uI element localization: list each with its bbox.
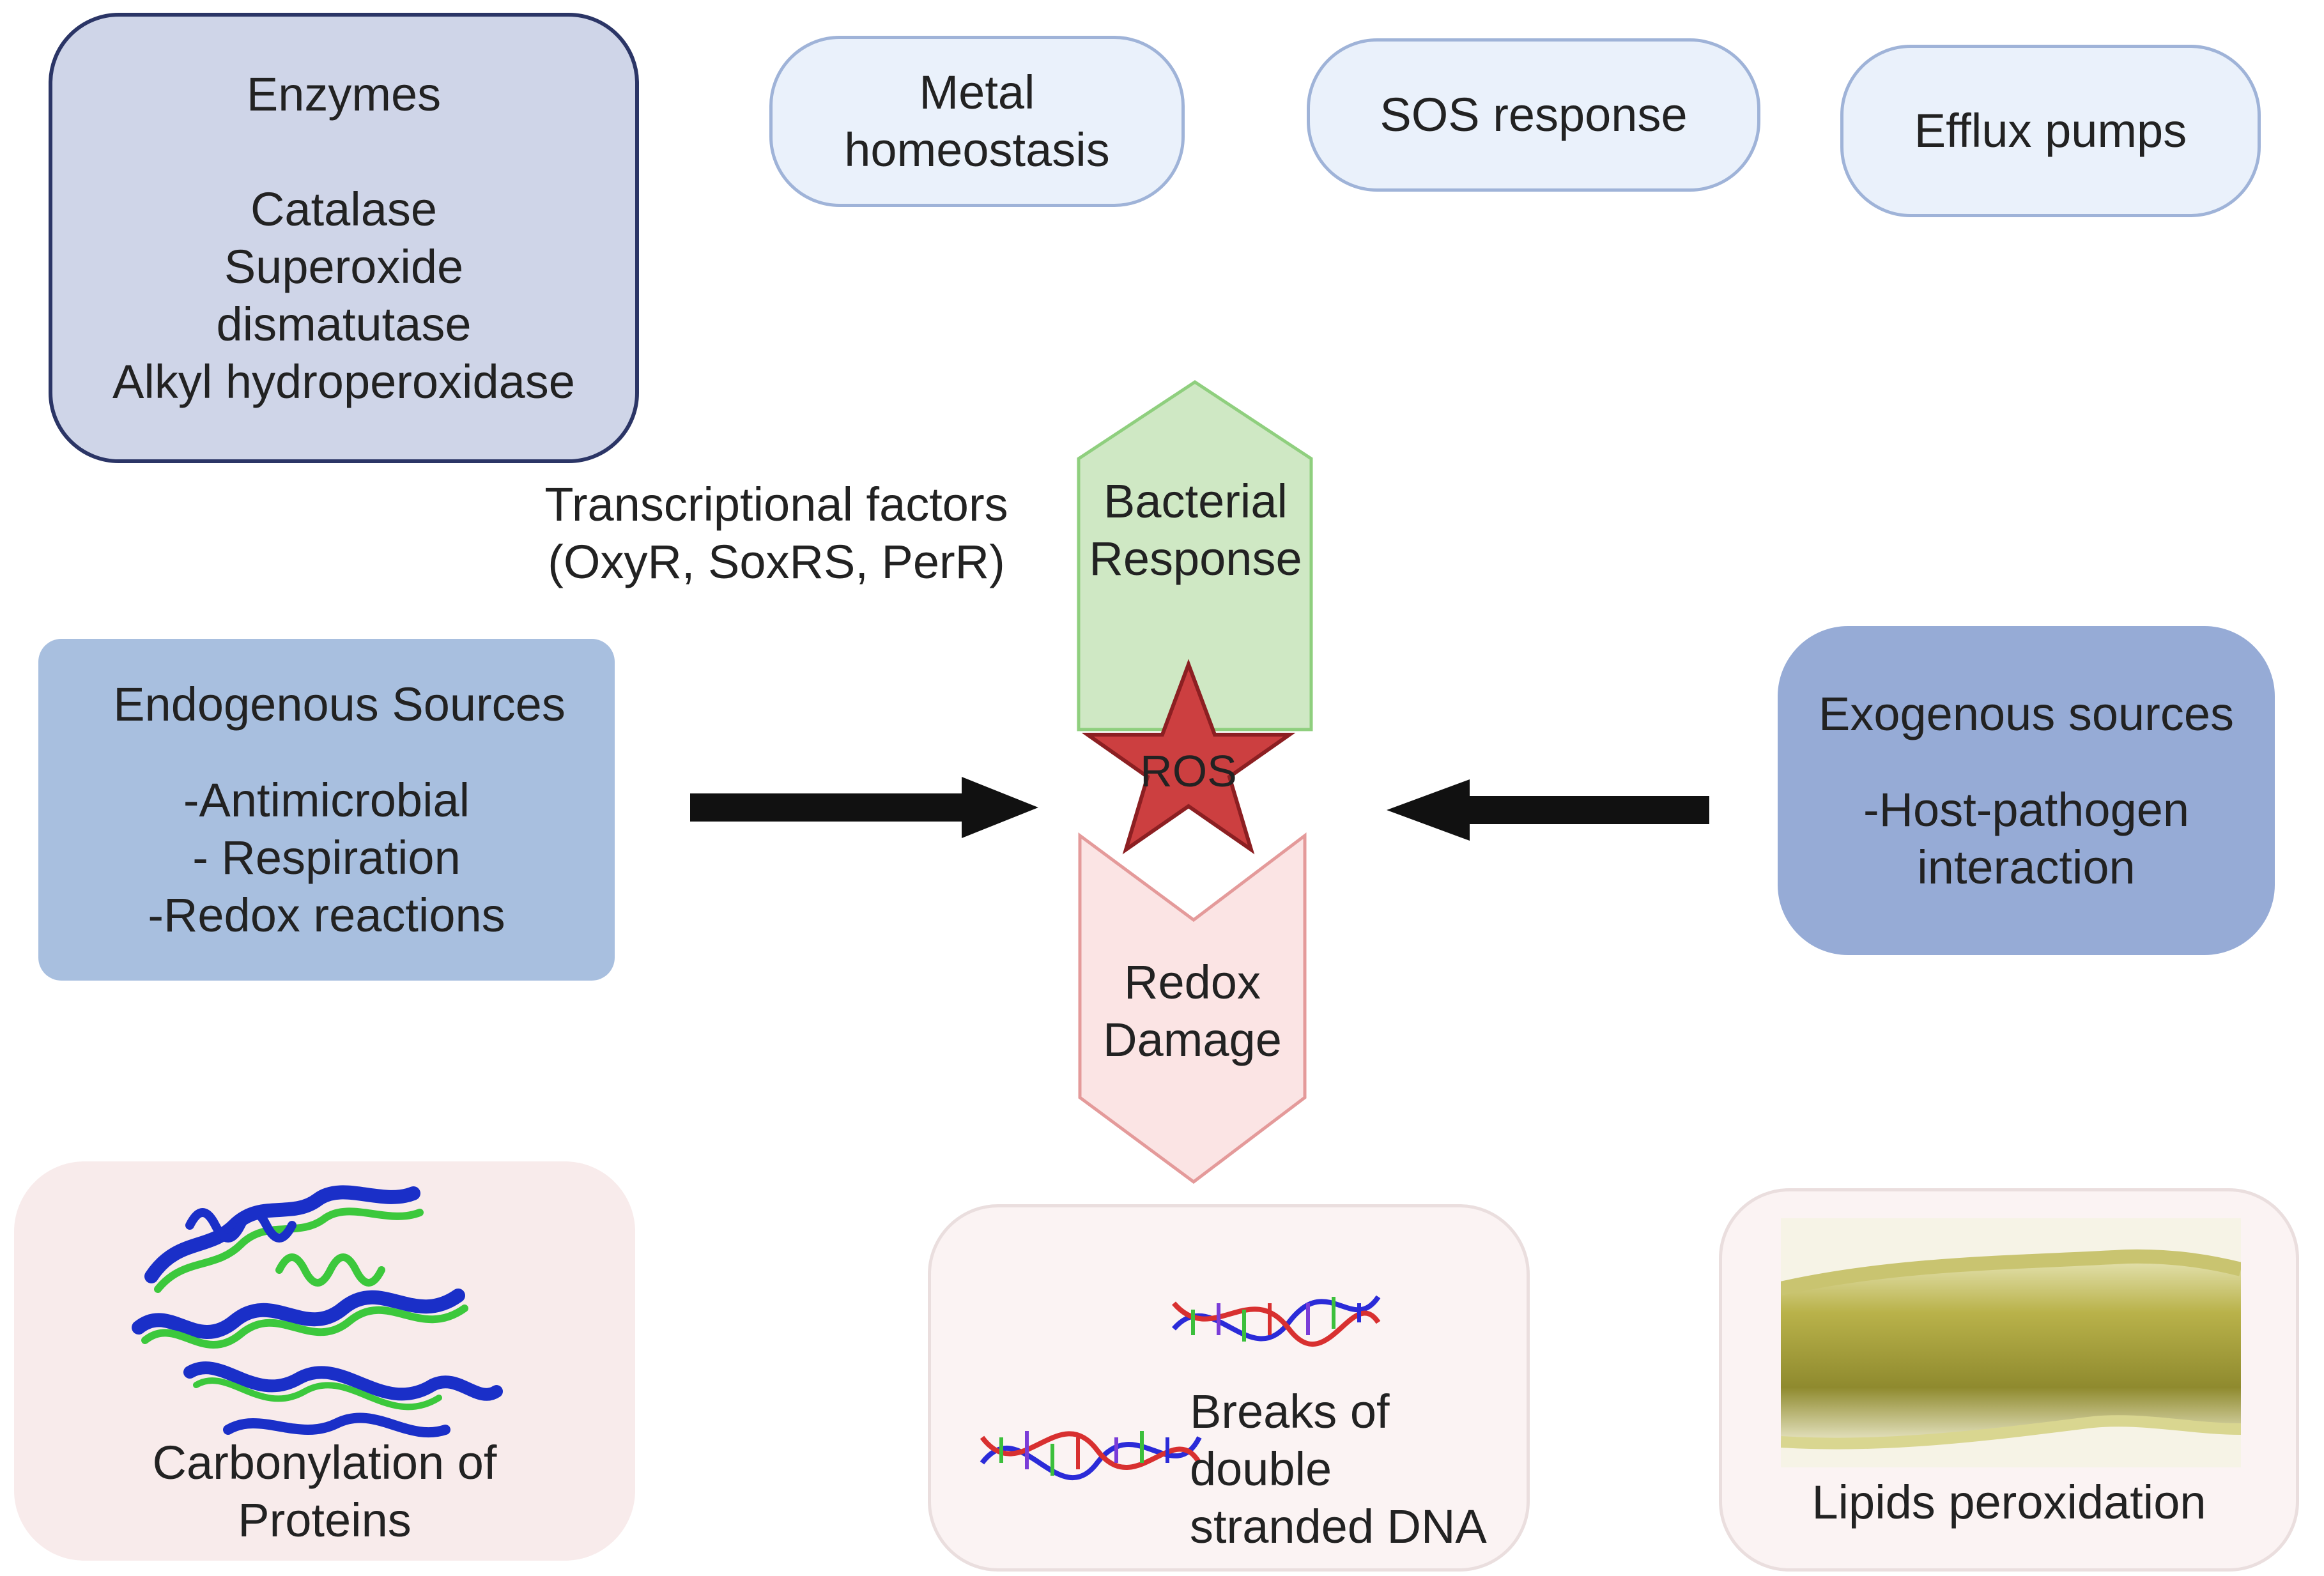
sos-label: SOS response <box>1380 88 1688 141</box>
protein-line: Proteins <box>238 1494 412 1547</box>
lipid-label: Lipids peroxidation <box>1812 1476 2206 1529</box>
exogenous-arrow-shaft <box>1460 796 1709 824</box>
protein-line: Carbonylation of <box>152 1436 497 1489</box>
transcription-line: (OxyR, SoxRS, PerR) <box>548 535 1005 588</box>
endogenous-sources-box: Endogenous Sources -Antimicrobial - Resp… <box>38 639 615 981</box>
exogenous-sources-box: Exogenous sources -Host-pathogen interac… <box>1778 626 2275 955</box>
ros-label: ROS <box>1140 746 1237 796</box>
protein-structure-icon <box>132 1185 503 1438</box>
exogenous-arrow-head <box>1387 779 1470 841</box>
damage-line: Damage <box>1103 1013 1282 1066</box>
exogenous-item: interaction <box>1917 840 2135 894</box>
transcription-factors-label: Transcriptional factors (OxyR, SoxRS, Pe… <box>511 476 1042 591</box>
redox-damage-arrow <box>1078 832 1307 1184</box>
enzyme-item: Catalase <box>250 182 438 236</box>
dna-breaks-label: Breaks of double stranded DNA <box>1190 1383 1487 1556</box>
response-line: Bacterial <box>1104 475 1288 528</box>
enzyme-item: dismatutase <box>216 297 472 351</box>
enzyme-item: Alkyl hydroperoxidase <box>112 355 575 408</box>
enzymes-box: Enzymes Catalase Superoxide dismatutase … <box>49 13 639 463</box>
lipid-bilayer-icon <box>1781 1218 2241 1467</box>
bacterial-response-label: Bacterial Response <box>1080 473 1311 588</box>
endogenous-item: -Antimicrobial <box>183 773 470 827</box>
dna-breaks-box <box>928 1204 1530 1572</box>
endogenous-arrow-shaft <box>690 793 971 822</box>
response-line: Response <box>1089 532 1302 585</box>
endogenous-item: -Redox reactions <box>148 888 505 942</box>
endogenous-item: - Respiration <box>192 830 461 884</box>
damage-line: Redox <box>1124 956 1261 1009</box>
transcription-line: Transcriptional factors <box>544 478 1008 531</box>
protein-carbonylation-box: Carbonylation of Proteins <box>14 1161 635 1561</box>
exogenous-title: Exogenous sources <box>1819 687 2234 740</box>
exogenous-item: -Host-pathogen <box>1863 783 2190 836</box>
lipid-peroxidation-box: Lipids peroxidation <box>1719 1188 2299 1572</box>
efflux-label: Efflux pumps <box>1914 104 2187 157</box>
sos-response-box: SOS response <box>1307 38 1760 192</box>
endogenous-title: Endogenous Sources <box>113 677 566 731</box>
metal-label-line: homeostasis <box>844 123 1110 176</box>
ros-label-wrap: ROS <box>1125 742 1252 800</box>
dna-helix-icon <box>980 1295 1381 1481</box>
efflux-pumps-box: Efflux pumps <box>1840 45 2261 217</box>
metal-label-line: Metal <box>919 66 1035 119</box>
enzyme-item: Superoxide <box>224 240 464 293</box>
dna-line: double <box>1190 1442 1332 1496</box>
ros-star-icon <box>1081 659 1296 855</box>
enzymes-title: Enzymes <box>246 67 442 121</box>
dna-line: stranded DNA <box>1190 1500 1487 1553</box>
endogenous-arrow-head <box>962 777 1038 838</box>
redox-damage-label: Redox Damage <box>1080 954 1305 1069</box>
dna-line: Breaks of <box>1190 1385 1390 1438</box>
metal-homeostasis-box: Metal homeostasis <box>769 36 1185 207</box>
